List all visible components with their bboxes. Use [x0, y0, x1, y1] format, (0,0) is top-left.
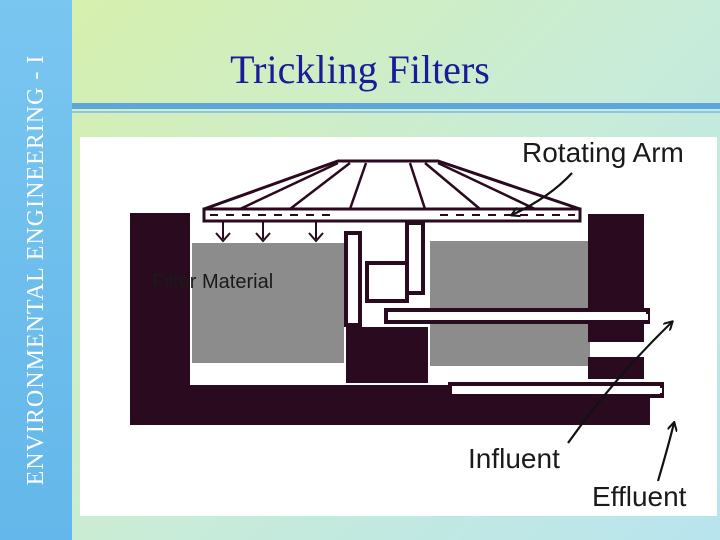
title-underline — [72, 103, 720, 109]
callout-arrows — [512, 172, 674, 482]
influent-channel-fill — [388, 314, 648, 320]
label-rotating-arm: Rotating Arm — [522, 137, 684, 168]
influent-callout — [567, 322, 672, 444]
side-title: ENVIRONMENTAL ENGINEERING - I — [23, 54, 49, 486]
diagram-drawing — [130, 159, 717, 482]
arm-struts — [239, 161, 536, 211]
side-band — [0, 0, 72, 540]
effluent-channel-fill — [452, 388, 662, 393]
title-underline-thin — [72, 111, 720, 113]
label-effluent: Effluent — [592, 481, 687, 512]
effluent-callout — [656, 423, 674, 482]
label-influent: Influent — [468, 443, 560, 474]
filter-bed-right — [430, 241, 590, 366]
slide-title: Trickling Filters — [230, 47, 490, 92]
filter-bed-left — [192, 243, 344, 363]
rotating-arm — [202, 159, 582, 223]
label-filter-material: Filter Material — [152, 271, 274, 293]
center-column — [344, 221, 425, 327]
trickling-filter-diagram: Rotating Arm Filter Material Influent Ef… — [80, 137, 717, 516]
spray-arrows — [215, 221, 324, 243]
arm-callout — [512, 172, 573, 215]
